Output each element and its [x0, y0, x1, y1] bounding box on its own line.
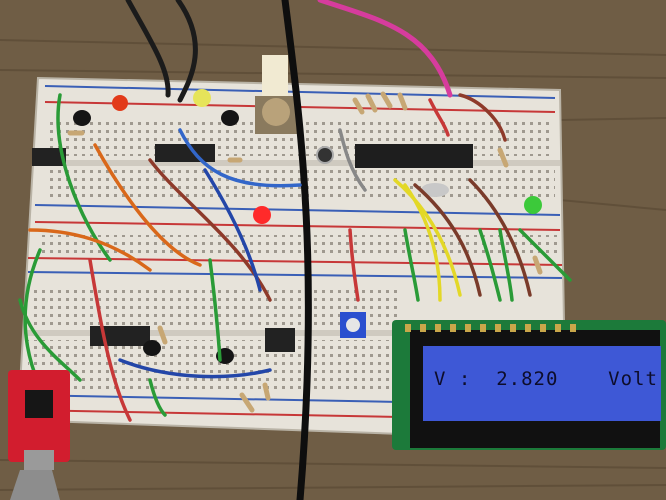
green-led [524, 196, 542, 214]
potentiometer [255, 55, 297, 134]
resistors [67, 91, 543, 413]
lcd-header-pins [405, 324, 576, 332]
red-led [112, 95, 128, 111]
ic-chips [32, 144, 473, 352]
yellow-led [193, 89, 211, 107]
ic-chip [265, 328, 295, 352]
ic-chip [155, 144, 215, 162]
red-led [253, 206, 271, 224]
wood-grain [0, 39, 666, 491]
usb-connector [24, 450, 54, 470]
ic-chip [90, 326, 150, 346]
leds [112, 89, 542, 224]
ic-chip [32, 148, 66, 166]
push-button [316, 146, 334, 164]
usb-cable [10, 470, 60, 500]
crystal-oscillator [421, 183, 449, 197]
lcd-module [392, 320, 666, 450]
lcd-screen [423, 346, 661, 421]
microcontroller-chip [355, 144, 473, 168]
usb-serial-board [8, 370, 70, 500]
lcd-display-text: V : 2.820 Volt [434, 368, 658, 390]
jumper-wires [18, 0, 572, 500]
